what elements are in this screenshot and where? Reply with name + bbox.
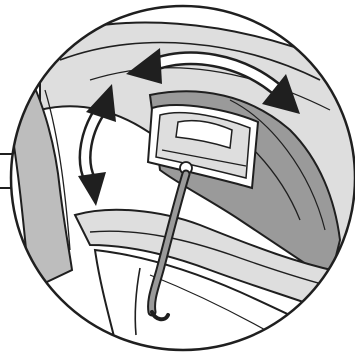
detail-callout-illustration — [0, 0, 355, 360]
